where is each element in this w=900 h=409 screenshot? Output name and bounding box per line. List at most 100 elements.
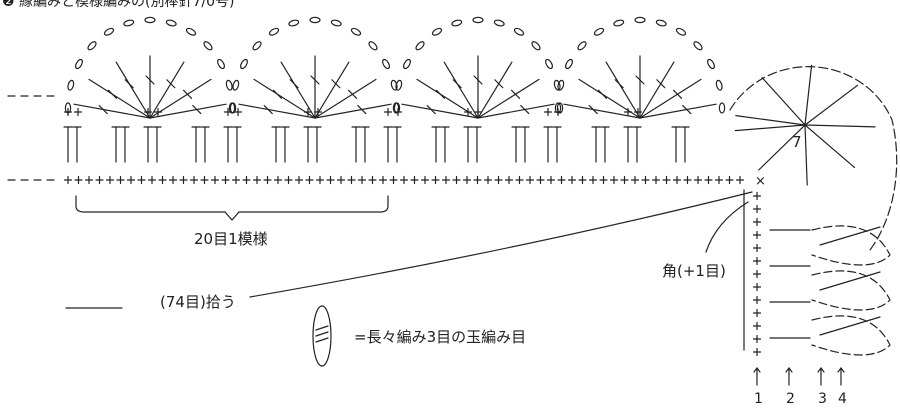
fan-cluster-stitch [477,78,540,119]
cluster-slash [426,104,436,115]
cluster-slash [635,75,645,85]
cluster-slash [192,104,202,115]
corner-fan-stitch [758,124,806,171]
fan-cluster-stitch [578,78,641,119]
chain-stitch [693,41,703,51]
row-number-1: 1 [754,391,763,407]
chain-stitch [415,41,425,51]
cluster-slash [473,75,483,85]
chain-stitch [513,27,525,36]
repeat-label: 20目1模様 [194,230,268,248]
fan-cluster-stitch [115,61,151,119]
corner-fan-stitch [804,124,876,128]
chain-stitch [123,19,135,27]
cluster-slash [124,79,134,89]
cluster-slash [107,89,118,99]
fan-cluster-stitch [314,61,350,119]
chain-stitch [403,58,411,70]
corner-leader-line [705,201,749,253]
corner-x-mark: × [755,174,766,189]
fan-cluster-stitch [238,103,316,119]
panel-number: 7 [792,133,802,151]
chain-stitch [252,41,262,51]
fan-cluster-stitch [443,61,479,119]
corner-label: 角(+1目) [662,262,726,280]
cluster-slash [272,89,283,99]
chain-stitch [718,102,726,114]
row-arrow-head [817,367,822,373]
chain-stitch [144,16,156,24]
cluster-slash [310,75,320,85]
chain-stitch [577,41,587,51]
legend-slash [315,331,329,337]
chain-stitch [64,102,72,114]
chain-stitch [451,19,463,27]
cluster-slash [614,79,624,89]
chain-stitch [103,27,115,36]
cluster-slash [452,79,462,89]
fan-cluster-stitch [477,103,555,119]
fan-cluster-stitch [314,78,377,119]
chain-stitch [330,19,342,27]
side-cluster [819,271,881,291]
corner-fan-stitch [735,115,806,126]
fan-cluster-stitch [314,103,392,119]
chain-stitch [392,102,400,114]
cluster-slash [520,104,530,115]
chain-stitch [217,58,225,70]
chain-stitch [715,79,723,91]
fan-cluster-stitch [401,103,479,119]
side-cluster [819,316,881,336]
cluster-slash [182,89,193,99]
corner-fan-stitch [804,84,859,126]
cluster-slash [263,104,273,115]
corner-fan-stitch [804,64,813,126]
chain-stitch [382,58,390,70]
chain-stitch [203,41,213,51]
fan-cluster-stitch [563,103,641,119]
pickup-label: (74目)拾う [160,293,236,311]
cluster-slash [656,79,666,89]
chain-stitch [75,58,83,70]
chain-stitch [395,79,403,91]
fan-cluster-stitch [416,78,479,119]
chain-stitch [556,102,564,114]
fan-cluster-stitch [477,61,513,119]
row-arrow-head [820,367,825,373]
chain-stitch [554,102,562,114]
corner-fan-stitch [761,76,806,126]
chain-stitch [613,19,625,27]
chain-stitch [593,27,605,36]
chain-stitch [87,41,97,51]
chain-stitch [431,27,443,36]
side-cluster [819,226,881,246]
fan-cluster-stitch [253,78,316,119]
row-arrow-head [756,367,761,373]
cluster-slash [588,104,598,115]
chain-stitch [240,58,248,70]
chain-stitch [350,27,362,36]
row-number-3: 3 [818,391,827,407]
legend-slash [315,337,329,343]
fan-cluster-stitch [280,61,316,119]
chain-stitch [557,79,565,91]
row-number-2: 2 [786,391,795,407]
repeat-bracket [75,195,389,221]
cluster-slash [435,89,446,99]
cluster-slash [682,104,692,115]
cluster-slash [98,104,108,115]
fan-cluster-stitch [605,61,641,119]
fan-cluster-stitch [149,61,185,119]
cluster-slash [357,104,367,115]
chain-stitch [67,79,75,91]
chain-stitch [634,16,646,24]
corner-fan-stitch [734,124,806,132]
row-arrow-head [753,367,758,373]
chain-stitch [268,27,280,36]
chain-stitch [232,79,240,91]
side-chain-scallop [811,315,891,356]
legend-cluster-symbol [312,305,332,367]
corner-chain-arch [729,66,898,251]
chain-stitch [165,19,177,27]
fan-cluster-stitch [73,103,151,119]
